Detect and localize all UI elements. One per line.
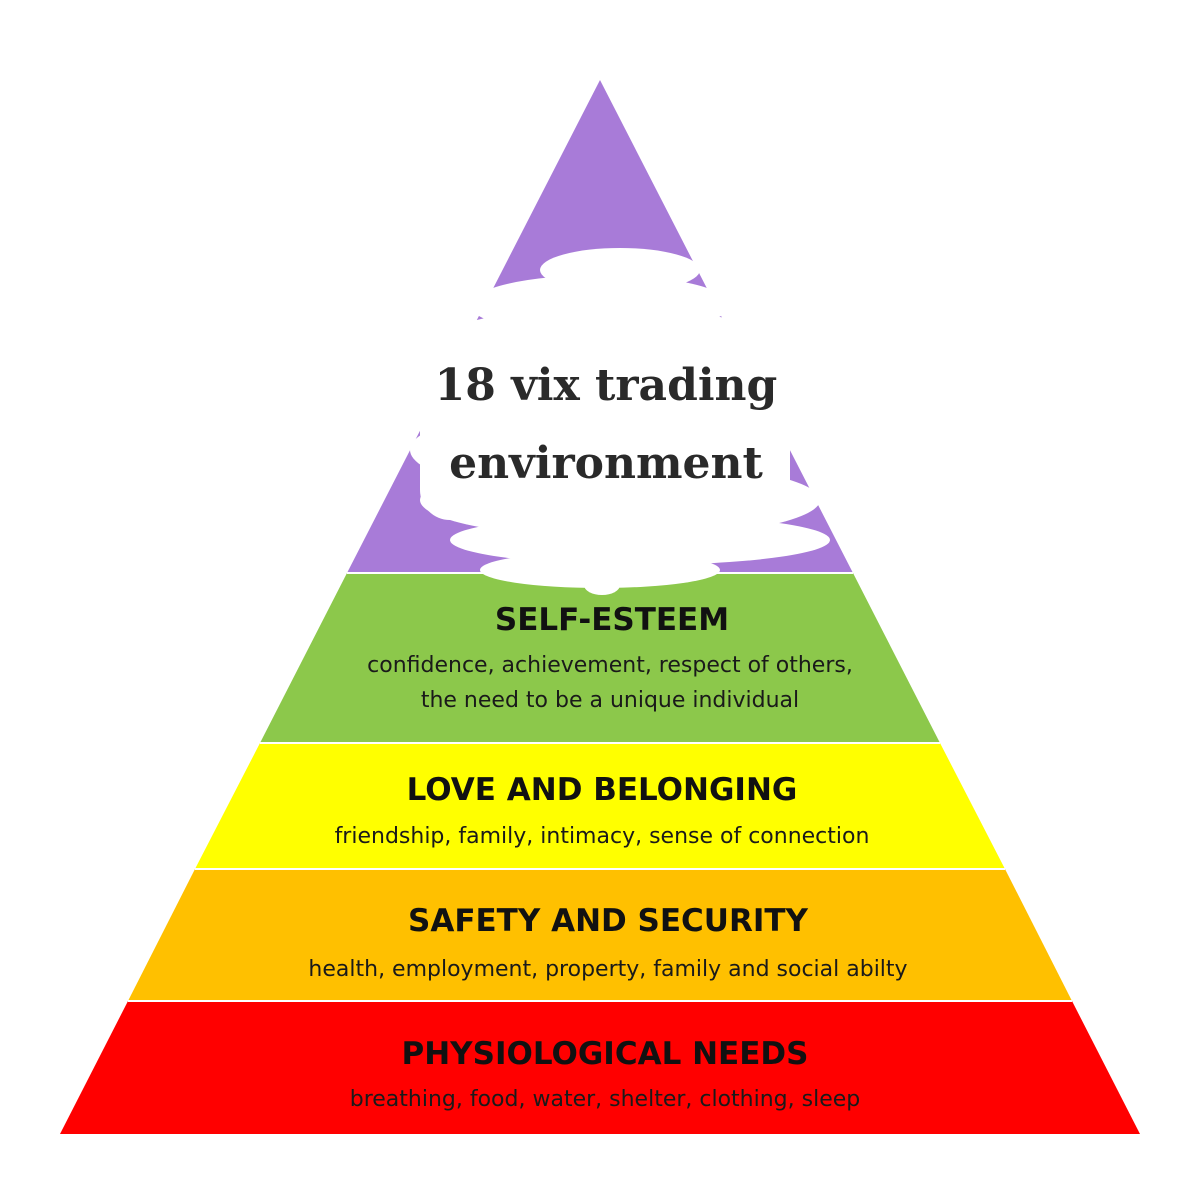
overlay-title-line1: 18 vix trading	[435, 360, 778, 411]
physiological-needs-title: PHYSIOLOGICAL NEEDS	[402, 1036, 809, 1072]
physiological-needs-tier	[60, 1001, 1140, 1134]
overlay-title-line2: environment	[449, 438, 763, 489]
safety-and-security-title: SAFETY AND SECURITY	[408, 903, 808, 939]
self-esteem-tier	[260, 573, 940, 743]
safety-and-security-tier	[128, 869, 1072, 1001]
love-and-belonging-tier	[195, 743, 1005, 869]
self-esteem-desc-line1: confidence, achievement, respect of othe…	[367, 653, 853, 678]
safety-and-security-desc: health, employment, property, family and…	[308, 957, 907, 982]
love-and-belonging-title: LOVE AND BELONGING	[407, 772, 798, 808]
physiological-needs-desc: breathing, food, water, shelter, clothin…	[350, 1087, 861, 1112]
love-and-belonging-desc: friendship, family, intimacy, sense of c…	[335, 824, 870, 849]
scribble-overlay	[410, 248, 830, 595]
self-esteem-desc-line2: the need to be a unique individual	[421, 688, 799, 713]
tier-separators	[128, 572, 1072, 1002]
self-esteem-title: SELF-ESTEEM	[495, 602, 729, 638]
